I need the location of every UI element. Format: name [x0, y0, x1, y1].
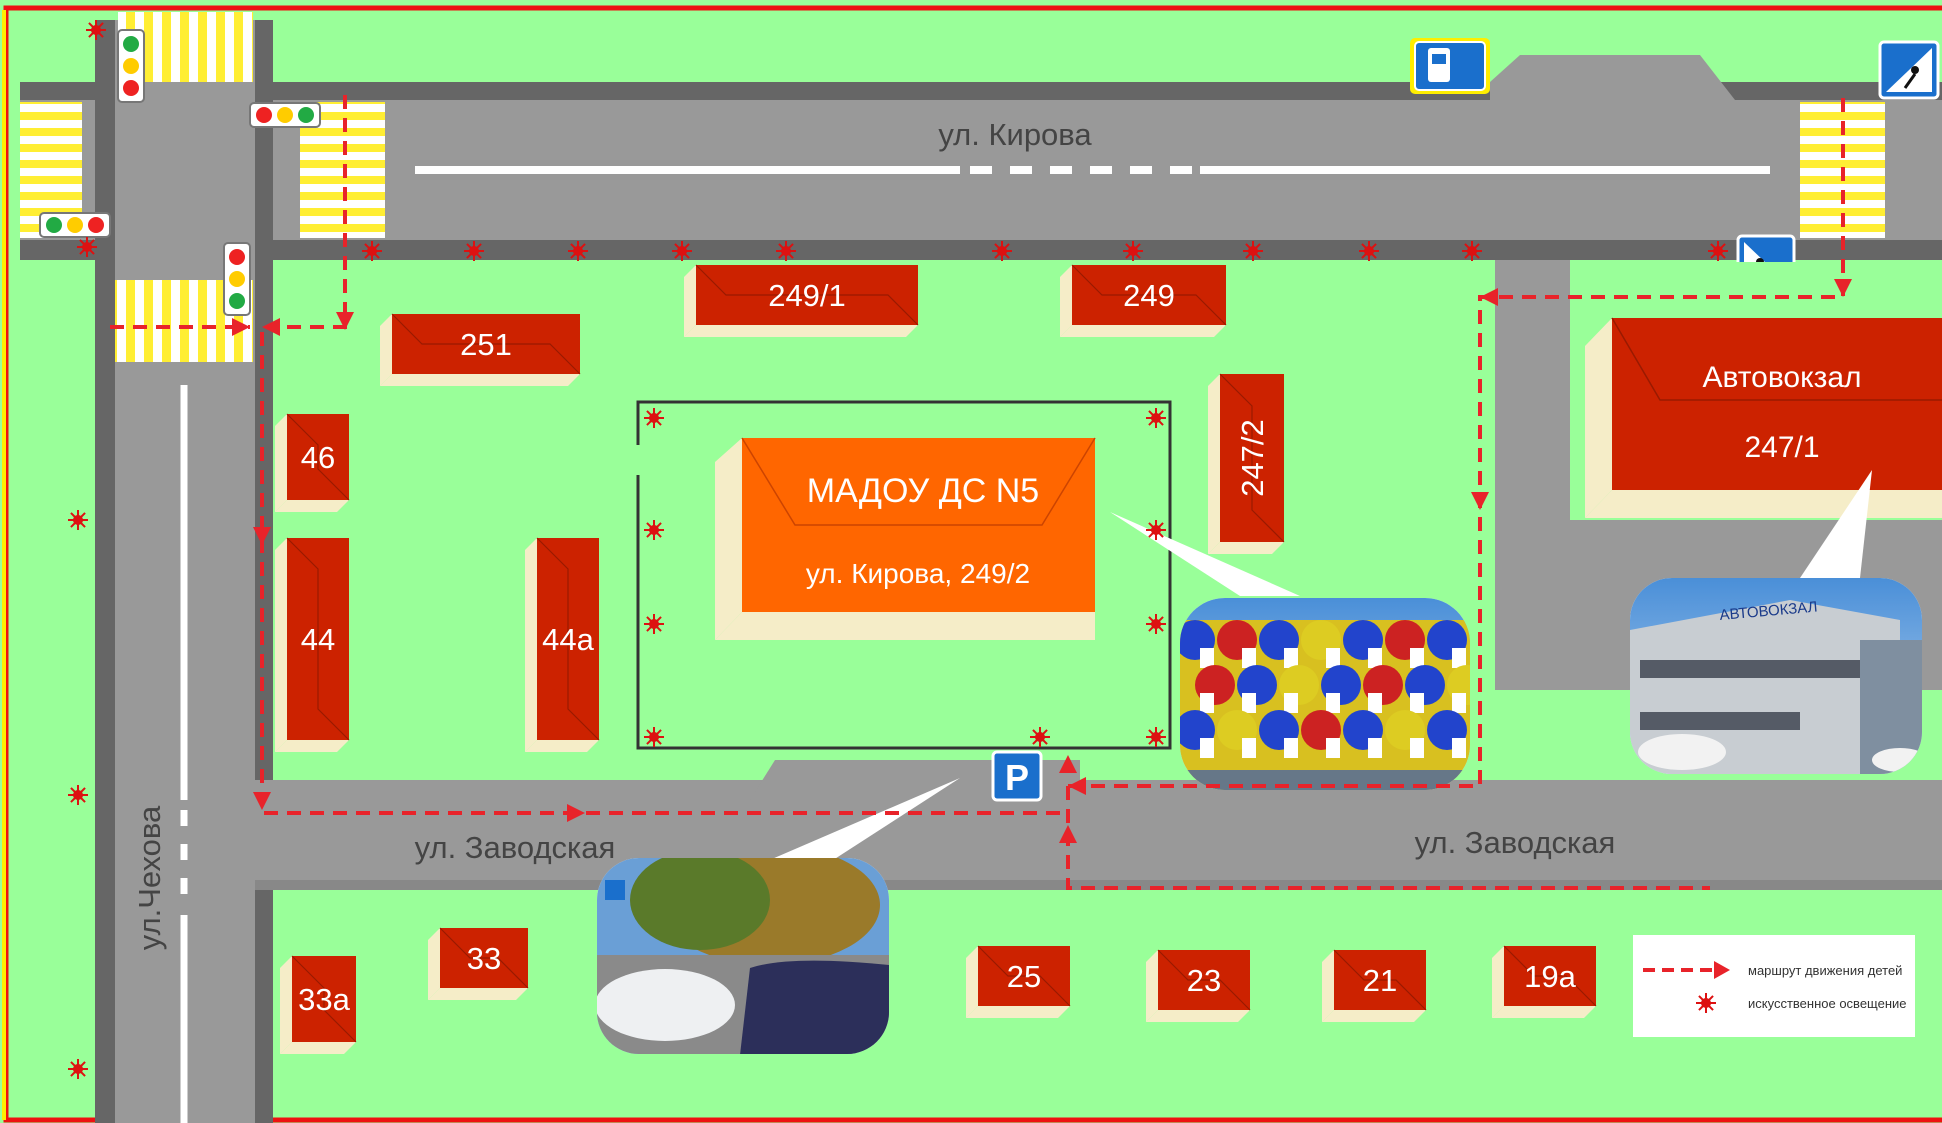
light-marker: [672, 241, 692, 261]
light-marker: [77, 237, 97, 257]
light-marker: [1146, 408, 1166, 428]
bus-icon: [1428, 48, 1450, 82]
building-label: 25: [1007, 959, 1041, 994]
route-segment: [1066, 786, 1710, 890]
light-marker: [776, 241, 796, 261]
light-marker: [1123, 241, 1143, 261]
light-marker: [644, 520, 664, 540]
building-247-2: 247/2: [1208, 373, 1285, 554]
street-lights: [68, 20, 1728, 1079]
light-marker: [644, 727, 664, 747]
route-segment: [260, 332, 1068, 815]
light-marker: [1243, 241, 1263, 261]
traffic-light-icon: [117, 29, 145, 103]
light-marker: [68, 510, 88, 530]
building-44a: 44а: [525, 537, 600, 752]
buildings: 249/1 249 251 46 44 44а 247/2 33 33а 25 23 21 19а: [275, 264, 1597, 1054]
street-label-zavodskaya-west: ул. Заводская: [415, 830, 616, 865]
bus-stop-sign: [1410, 38, 1490, 94]
building-label: 21: [1363, 963, 1397, 998]
pedestrian-crossing-sign: [1878, 40, 1940, 100]
light-marker: [992, 241, 1012, 261]
light-marker: [1146, 614, 1166, 634]
school-photo: [1180, 598, 1470, 790]
light-marker: [1696, 993, 1716, 1013]
light-marker: [362, 241, 382, 261]
traffic-lights: [39, 29, 321, 316]
traffic-light-icon: [39, 212, 111, 238]
light-marker: [464, 241, 484, 261]
parking-photo-pointer: [765, 778, 960, 862]
station-photo: АВТОВОКЗАЛ: [1630, 578, 1922, 774]
building-label: 44: [301, 622, 335, 657]
school-address: ул. Кирова, 249/2: [806, 558, 1030, 589]
legend-lighting-label: искусственное освещение: [1748, 996, 1907, 1011]
traffic-light-icon: [249, 102, 321, 128]
building-46: 46: [275, 413, 350, 512]
building-251: 251: [380, 313, 581, 386]
parking-label: P: [1005, 757, 1029, 798]
building-23: 23: [1146, 949, 1251, 1022]
station-photo-pointer: [1800, 470, 1872, 578]
bus-station-building: Автовокзал 247/1: [1570, 262, 1942, 520]
school-fence: [636, 400, 1172, 750]
building-19a: 19а: [1492, 945, 1597, 1018]
station-name: Автовокзал: [1702, 361, 1861, 394]
building-label: 251: [460, 327, 512, 362]
building-33: 33: [428, 927, 529, 1000]
building-249-1: 249/1: [684, 264, 919, 337]
light-marker: [1030, 727, 1050, 747]
building-25: 25: [966, 945, 1071, 1018]
light-marker: [68, 1059, 88, 1079]
street-label-zavodskaya-east: ул. Заводская: [1415, 825, 1616, 860]
building-label: 19а: [1524, 959, 1576, 994]
street-label-kirova: ул. Кирова: [938, 117, 1092, 152]
building-33a: 33а: [280, 955, 357, 1054]
light-marker: [1708, 241, 1728, 261]
parking-sign: P: [991, 750, 1043, 802]
traffic-light-icon: [223, 242, 251, 316]
parking-photo: [597, 858, 889, 1054]
street-label-chekhova: ул.Чехова: [132, 805, 167, 950]
road-markings: [180, 166, 1770, 1123]
building-44: 44: [275, 537, 350, 752]
building-label: 33а: [298, 982, 350, 1017]
building-label: 46: [301, 440, 335, 475]
legend: маршрут движения детей искусственное осв…: [1633, 935, 1915, 1037]
pedestrian-crossing-icon: [1886, 48, 1932, 92]
light-marker: [568, 241, 588, 261]
light-marker: [644, 408, 664, 428]
light-marker: [1146, 520, 1166, 540]
station-road: [1495, 240, 1570, 690]
building-label: 249: [1123, 278, 1175, 313]
legend-light-marker: [1696, 993, 1716, 1013]
light-marker: [68, 785, 88, 805]
route-arrows: [232, 279, 1852, 843]
light-marker: [1462, 241, 1482, 261]
bus-bay: [1490, 55, 1735, 100]
light-marker: [86, 20, 106, 40]
zavodskaya-road: [255, 780, 1942, 890]
building-label: 33: [467, 941, 501, 976]
building-label: 23: [1187, 963, 1221, 998]
building-249: 249: [1060, 264, 1227, 337]
building-label: 247/2: [1235, 419, 1270, 497]
building-21: 21: [1322, 949, 1427, 1022]
station-number: 247/1: [1744, 431, 1819, 464]
building-label: 44а: [542, 622, 594, 657]
school-name: МАДОУ ДС N5: [807, 472, 1039, 510]
light-marker: [644, 614, 664, 634]
light-marker: [1146, 727, 1166, 747]
legend-route-label: маршрут движения детей: [1748, 963, 1902, 978]
school-building: МАДОУ ДС N5 ул. Кирова, 249/2: [715, 437, 1096, 640]
light-marker: [1359, 241, 1379, 261]
building-label: 249/1: [768, 278, 846, 313]
legend-route-arrow: [1714, 961, 1730, 979]
